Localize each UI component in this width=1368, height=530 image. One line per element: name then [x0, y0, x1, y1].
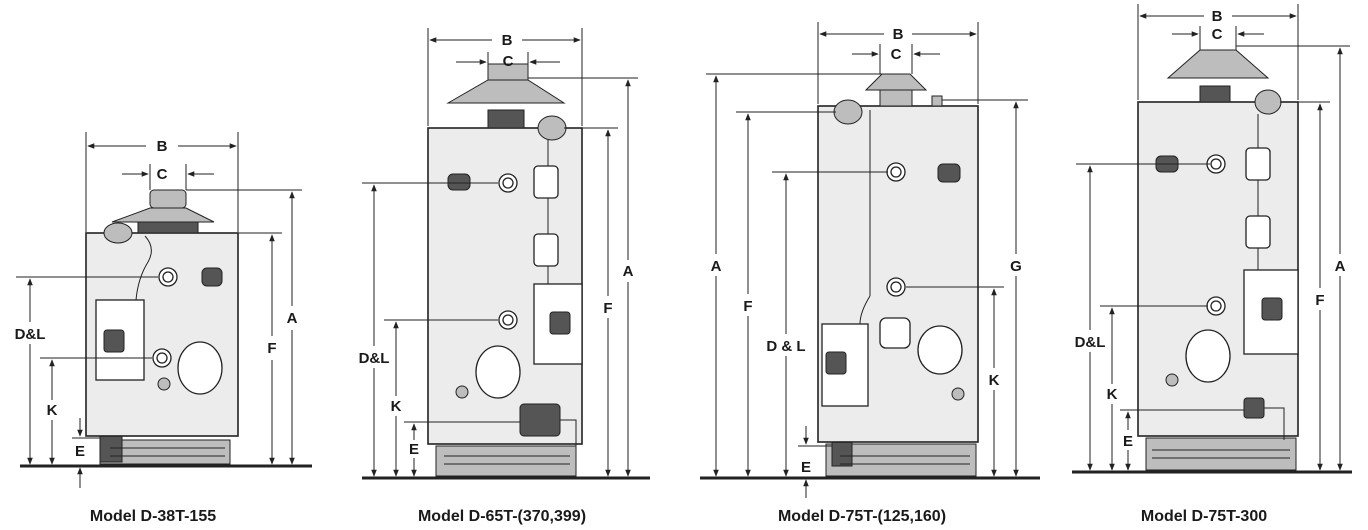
label-dl: D&L	[15, 326, 46, 343]
relief-valve	[1254, 89, 1282, 115]
thermostat-upper	[1245, 147, 1271, 181]
base-frame	[435, 445, 577, 477]
drain-valve	[455, 385, 469, 399]
label-k: K	[47, 402, 58, 419]
access-panel	[917, 325, 963, 375]
anode-fitting	[201, 267, 223, 287]
access-panel	[177, 341, 223, 395]
label-k: K	[1107, 386, 1118, 403]
label-b: B	[502, 32, 513, 49]
label-c: C	[157, 166, 168, 183]
draft-hood	[1166, 49, 1270, 79]
label-g: G	[1010, 258, 1022, 275]
label-a: A	[711, 258, 722, 275]
label-f: F	[267, 340, 276, 357]
label-b: B	[893, 26, 904, 43]
drain-valve	[951, 387, 965, 401]
heater-d75t300: B C A F D&L K E Model D-75T-300	[1072, 4, 1352, 525]
label-a: A	[287, 310, 298, 327]
label-b: B	[1212, 8, 1223, 25]
heater-d65t370: B C A F D&L K E Model D-65T-(370,399)	[359, 28, 650, 525]
draft-hood	[864, 73, 928, 91]
label-f: F	[1315, 292, 1324, 309]
access-panel	[1185, 329, 1231, 383]
anode-fitting	[447, 173, 471, 191]
heater-d75t125: B C A F D & L E G K Mo	[700, 22, 1040, 525]
label-dl: D&L	[359, 350, 390, 367]
label-a: A	[1335, 258, 1346, 275]
thermostat-lower	[533, 233, 559, 267]
label-dl: D&L	[1075, 334, 1106, 351]
access-panel	[475, 345, 521, 399]
drain-valve	[1165, 373, 1179, 387]
label-a: A	[623, 263, 634, 280]
label-c: C	[1212, 26, 1223, 43]
label-dl: D & L	[766, 338, 805, 355]
label-e: E	[801, 459, 811, 476]
anode-fitting	[937, 163, 961, 183]
label-k: K	[989, 372, 1000, 389]
label-k: K	[391, 398, 402, 415]
relief-valve	[537, 115, 567, 141]
label-f: F	[603, 300, 612, 317]
caption: Model D-38T-155	[90, 508, 216, 525]
label-e: E	[1123, 433, 1133, 450]
base-frame	[1145, 437, 1297, 471]
gas-valve	[519, 403, 561, 437]
draft-hood	[111, 207, 215, 223]
thermostat	[879, 317, 911, 349]
label-f: F	[743, 298, 752, 315]
gas-valve	[1243, 397, 1265, 419]
label-e: E	[75, 443, 85, 460]
tank-body	[1137, 101, 1299, 437]
draft-hood	[446, 79, 566, 104]
heater-d38t155: B C A F D&L K E Model D-38T-155	[15, 132, 312, 525]
tank-body	[85, 232, 239, 437]
caption: Model D-75T-300	[1141, 508, 1267, 525]
relief-valve	[833, 99, 863, 125]
thermostat-upper	[533, 165, 559, 199]
label-c: C	[891, 46, 902, 63]
relief-valve	[103, 222, 133, 244]
label-b: B	[157, 138, 168, 155]
label-e: E	[409, 441, 419, 458]
drain-valve	[157, 377, 171, 391]
caption: Model D-75T-(125,160)	[778, 508, 946, 525]
thermostat-lower	[1245, 215, 1271, 249]
label-c: C	[503, 53, 514, 70]
caption: Model D-65T-(370,399)	[418, 508, 586, 525]
